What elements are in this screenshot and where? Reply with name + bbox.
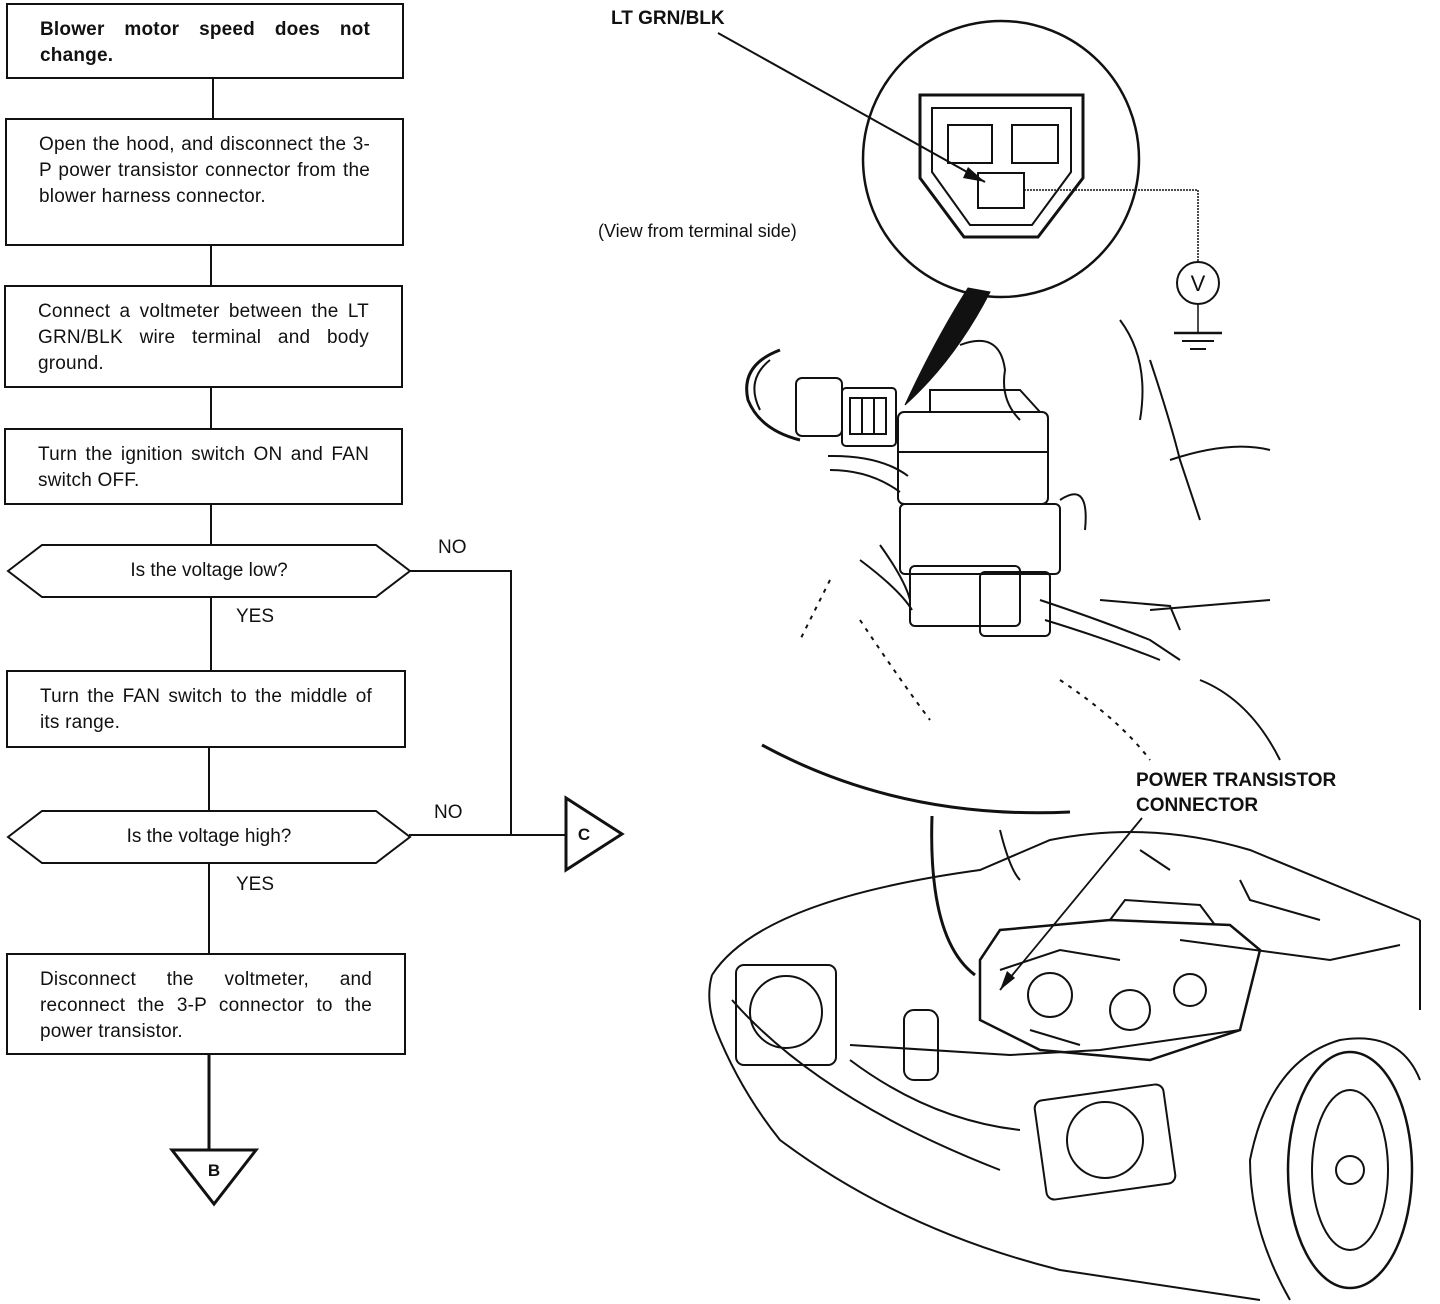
connector-detail-circle: [861, 19, 1141, 299]
detail-circle-arc: [761, 743, 1071, 815]
no-label-low: NO: [438, 537, 467, 558]
voltmeter-label: V: [1191, 271, 1206, 296]
magnifier-wedge: [904, 287, 991, 406]
yes-label-high: YES: [236, 874, 275, 895]
terminal-cavity: [1011, 124, 1059, 164]
connector-c-shape: [564, 795, 625, 873]
step-connect-voltmeter: Connect a voltmeter between the LT GRN/B…: [4, 285, 403, 388]
component-leader-line: [999, 817, 1143, 991]
connector-c-label: C: [578, 825, 590, 844]
connector-b-shape: [168, 1148, 260, 1207]
step-fan-middle: Turn the FAN switch to the middle of its…: [6, 670, 406, 748]
harness-closeup: [745, 319, 1281, 761]
vehicle-outline: [708, 829, 1421, 1301]
component-label-line1: POWER TRANSISTOR: [1136, 770, 1337, 791]
detail-leader-line: [930, 815, 976, 977]
decision-voltage-high: Is the voltage high?: [126, 826, 292, 847]
component-label: POWER TRANSISTOR CONNECTOR: [1136, 768, 1336, 818]
decision-shape-low: [6, 544, 412, 598]
decision-voltage-low: Is the voltage low?: [130, 560, 288, 581]
meter-lead: [1024, 189, 1199, 261]
no-label-high: NO: [434, 802, 463, 823]
step-disconnect-connector: Open the hood, and disconnect the 3-P po…: [5, 118, 404, 246]
terminal-cavity-lt-grn-blk: [977, 172, 1025, 209]
component-label-line2: CONNECTOR: [1136, 795, 1259, 816]
connector-housing: [918, 93, 1085, 239]
connector-housing-inner: [931, 107, 1072, 226]
yes-label-low: YES: [236, 606, 275, 627]
view-note: (View from terminal side): [598, 221, 797, 241]
wire-color-label: LT GRN/BLK: [611, 8, 725, 29]
no-branch-line: [410, 570, 512, 835]
connector-b-label: B: [208, 1161, 220, 1180]
terminal-cavity: [947, 124, 993, 164]
step-reconnect: Disconnect the voltmeter, and reconnect …: [6, 953, 406, 1055]
step-blower-speed: Blower motor speed does not change.: [6, 3, 404, 79]
step-ignition-on: Turn the ignition switch ON and FAN swit…: [4, 428, 403, 505]
decision-shape-high: [6, 810, 412, 864]
label-leader-line: [717, 32, 986, 183]
